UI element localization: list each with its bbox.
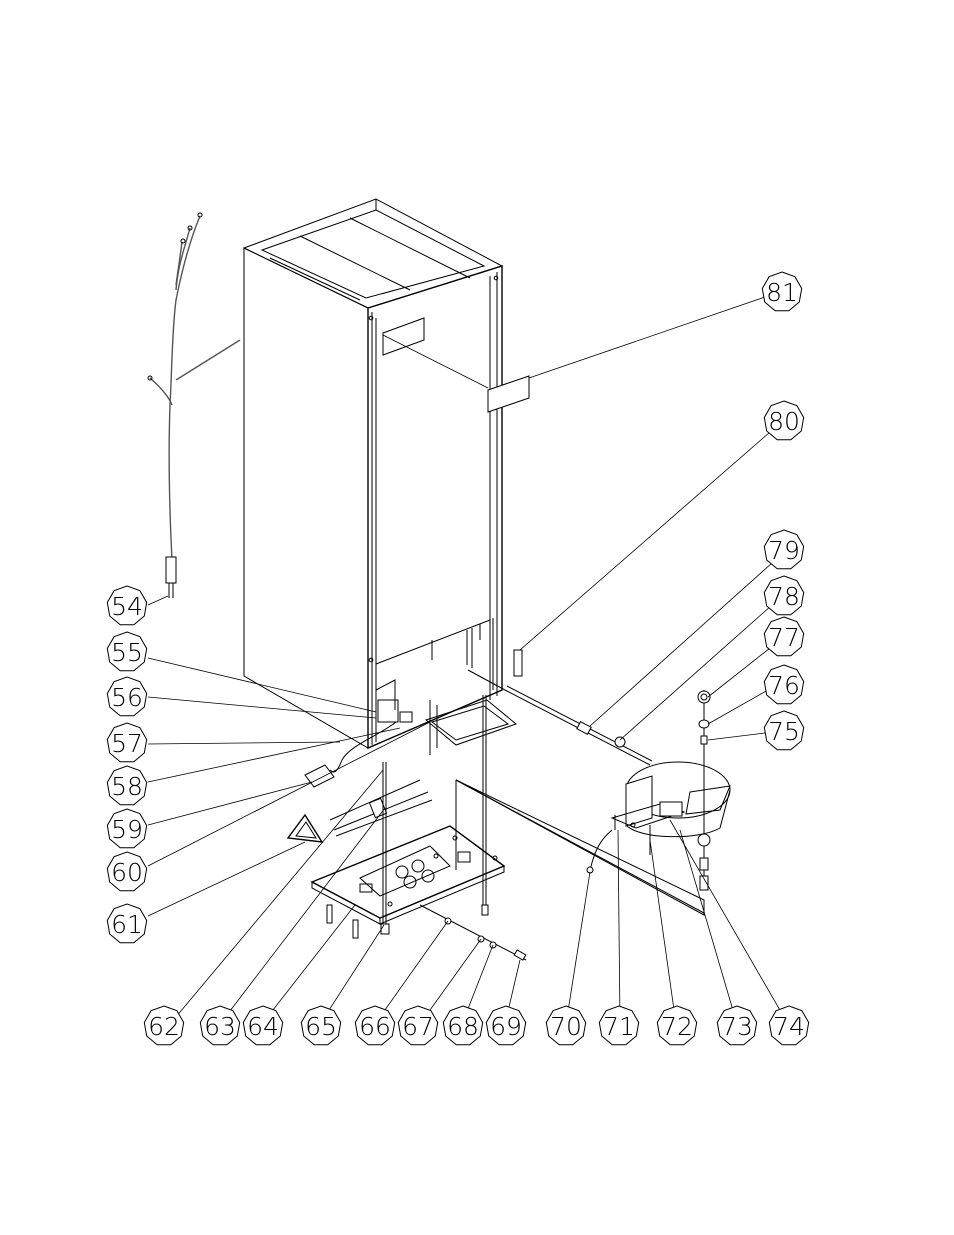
callout-70: 70 (546, 1006, 585, 1045)
base-plate (312, 826, 504, 924)
drain-heater (330, 780, 432, 836)
callout-number: 66 (359, 1012, 391, 1041)
drip-tray (426, 700, 516, 755)
callout-54: 54 (107, 586, 146, 625)
callout-number: 62 (148, 1012, 180, 1041)
serial-label (488, 376, 529, 412)
callout-57: 57 (107, 723, 146, 762)
callout-number: 60 (111, 858, 143, 887)
capillary-tube (505, 650, 652, 765)
callout-78: 78 (764, 576, 803, 615)
callout-number: 58 (111, 772, 143, 801)
callout-80: 80 (764, 401, 803, 440)
callout-55: 55 (107, 632, 146, 671)
callout-64: 64 (243, 1006, 282, 1045)
callout-56: 56 (107, 677, 146, 716)
callout-73: 73 (717, 1006, 756, 1045)
callout-67: 67 (398, 1006, 437, 1045)
callout-number: 70 (550, 1012, 582, 1041)
callout-number: 65 (305, 1012, 337, 1041)
callout-63: 63 (200, 1006, 239, 1045)
callout-62: 62 (144, 1006, 183, 1045)
callout-66: 66 (355, 1006, 394, 1045)
callout-number: 73 (721, 1012, 753, 1041)
callout-number: 75 (768, 717, 800, 746)
callout-number: 69 (490, 1012, 522, 1041)
callout-number: 57 (111, 729, 143, 758)
cabinet-top (244, 199, 502, 308)
power-cord (148, 213, 240, 598)
callout-69: 69 (486, 1006, 525, 1045)
callout-number: 67 (402, 1012, 434, 1041)
callout-number: 55 (111, 638, 143, 667)
callout-number: 78 (768, 582, 800, 611)
callout-number: 74 (773, 1012, 805, 1041)
callout-79: 79 (764, 530, 803, 569)
callout-60: 60 (107, 852, 146, 891)
callout-number: 79 (768, 536, 800, 565)
callout-65: 65 (301, 1006, 340, 1045)
callout-74: 74 (769, 1006, 808, 1045)
callout-77: 77 (764, 617, 803, 656)
cabinet-side (244, 248, 368, 748)
callout-61: 61 (107, 904, 146, 943)
callout-76: 76 (764, 665, 803, 704)
callout-number: 59 (111, 815, 143, 844)
callout-number: 81 (766, 278, 798, 307)
callout-number: 54 (111, 592, 143, 621)
washers-nuts (420, 905, 526, 960)
callout-number: 68 (447, 1012, 479, 1041)
callout-81: 81 (762, 272, 801, 311)
compressor-mount-pad (360, 846, 450, 896)
callout-number: 64 (247, 1012, 279, 1041)
callout-number: 56 (111, 683, 143, 712)
callout-68: 68 (443, 1006, 482, 1045)
back-label-plate (383, 318, 424, 355)
callout-number: 72 (661, 1012, 693, 1041)
filter-drier (514, 650, 522, 676)
callout-number: 61 (111, 910, 143, 939)
callout-number: 63 (204, 1012, 236, 1041)
callout-75: 75 (764, 711, 803, 750)
cabinet-back (368, 266, 502, 748)
cabinet-top-inner (262, 210, 484, 298)
callout-number: 80 (768, 407, 800, 436)
cabinet (244, 199, 505, 748)
callout-71: 71 (599, 1006, 638, 1045)
callout-badges: 54 55 56 57 58 59 60 61 62 63 64 65 66 67 68 69 70 71 72 73… (107, 272, 808, 1045)
compressor (587, 762, 730, 873)
callout-72: 72 (657, 1006, 696, 1045)
callout-number: 71 (603, 1012, 635, 1041)
compressor-terminal-box (626, 776, 652, 826)
callout-number: 77 (768, 623, 800, 652)
callout-59: 59 (107, 809, 146, 848)
drain-hose-clip (288, 815, 322, 842)
callout-58: 58 (107, 766, 146, 805)
plug (166, 557, 176, 583)
callout-number: 76 (768, 671, 800, 700)
